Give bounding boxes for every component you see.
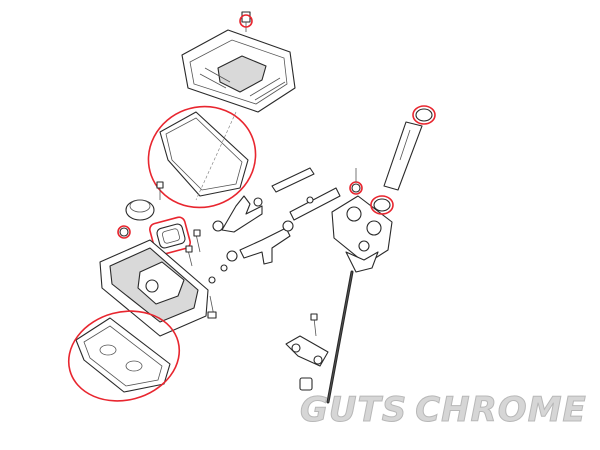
bolt-washer-highlight — [239, 14, 253, 28]
rocker-cover-gasket — [159, 111, 249, 197]
lifter-assembly — [285, 313, 329, 391]
washer-highlight-left — [117, 225, 131, 239]
seal-highlight — [149, 216, 191, 256]
tube-seal-highlight — [412, 105, 436, 125]
watermark-word-left: GUTS — [299, 390, 408, 430]
rocker-housing — [99, 239, 217, 337]
rocker-arm-assembly — [212, 167, 341, 265]
pushrod-tube — [383, 121, 423, 191]
breather-cap — [125, 181, 164, 221]
watermark-word-right: CHROME — [415, 390, 587, 430]
gasket-highlight-upper — [147, 105, 257, 209]
housing-bolts — [185, 229, 201, 267]
dowel-pins — [220, 196, 314, 272]
oring-highlight — [370, 195, 394, 215]
gasket-highlight-lower — [67, 310, 181, 402]
square-seal — [156, 223, 186, 249]
pushrod — [326, 270, 354, 404]
brand-watermark: GUTS CHROME — [299, 388, 587, 432]
rocker-cover — [181, 29, 296, 113]
